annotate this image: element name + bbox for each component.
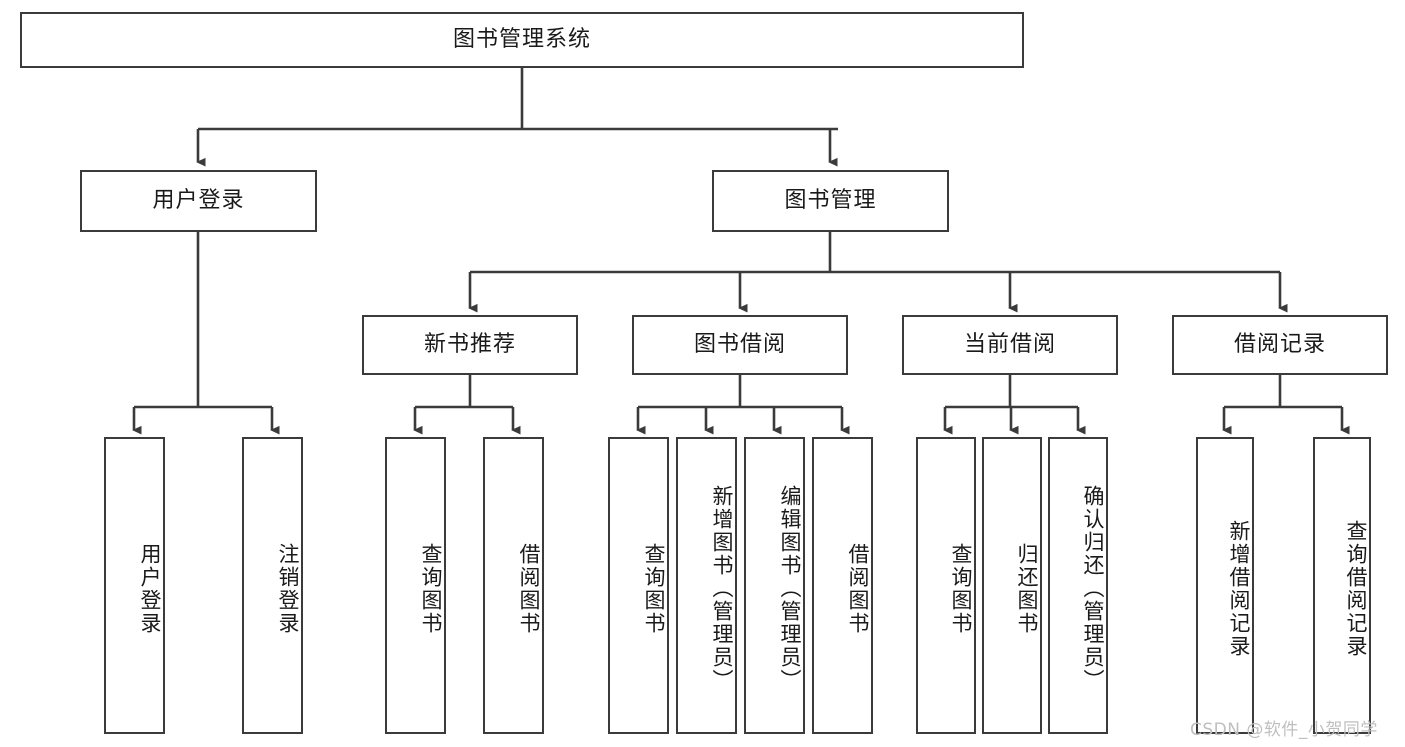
leaf-borrow-book-2-label: 借阅图书 xyxy=(846,542,870,635)
leaf-query-book-2-label: 查询图书 xyxy=(642,542,666,635)
node-book-borrow-label: 图书借阅 xyxy=(693,331,786,357)
leaf-confirm-return-admin-label: 确认归还（管理员） xyxy=(1081,485,1105,692)
leaf-confirm-return-admin[interactable]: 确认归还（管理员） xyxy=(1048,437,1108,734)
leaf-edit-book-admin-label: 编辑图书（管理员） xyxy=(778,485,802,692)
node-root-label: 图书管理系统 xyxy=(452,26,591,52)
node-borrow-record-label: 借阅记录 xyxy=(1233,331,1326,357)
leaf-add-book-admin[interactable]: 新增图书（管理员） xyxy=(676,437,737,734)
node-user-login-label: 用户登录 xyxy=(152,187,245,213)
node-borrow-record[interactable]: 借阅记录 xyxy=(1172,315,1388,375)
node-new-book-recommend-label: 新书推荐 xyxy=(423,331,516,357)
leaf-user-login-label: 用户登录 xyxy=(138,542,162,635)
leaf-logout[interactable]: 注销登录 xyxy=(242,437,303,734)
leaf-query-book-1[interactable]: 查询图书 xyxy=(385,437,446,734)
node-current-borrow-label: 当前借阅 xyxy=(963,331,1056,357)
node-current-borrow[interactable]: 当前借阅 xyxy=(902,315,1118,375)
leaf-return-book[interactable]: 归还图书 xyxy=(982,437,1042,734)
leaf-query-book-2[interactable]: 查询图书 xyxy=(608,437,669,734)
node-root[interactable]: 图书管理系统 xyxy=(20,12,1024,68)
leaf-user-login[interactable]: 用户登录 xyxy=(104,437,165,734)
leaf-edit-book-admin[interactable]: 编辑图书（管理员） xyxy=(744,437,805,734)
leaf-query-book-3[interactable]: 查询图书 xyxy=(916,437,976,734)
node-book-manage[interactable]: 图书管理 xyxy=(712,170,949,232)
leaf-borrow-book-1[interactable]: 借阅图书 xyxy=(483,437,544,734)
node-book-borrow[interactable]: 图书借阅 xyxy=(632,315,848,375)
leaf-return-book-label: 归还图书 xyxy=(1015,542,1039,635)
leaf-add-borrow-record[interactable]: 新增借阅记录 xyxy=(1196,437,1254,734)
node-book-manage-label: 图书管理 xyxy=(784,187,877,213)
watermark: CSDN @软件_小贺同学 xyxy=(1190,720,1378,740)
leaf-query-book-1-label: 查询图书 xyxy=(419,542,443,635)
node-new-book-recommend[interactable]: 新书推荐 xyxy=(362,315,578,375)
leaf-borrow-book-2[interactable]: 借阅图书 xyxy=(812,437,873,734)
leaf-logout-label: 注销登录 xyxy=(276,542,300,635)
leaf-query-book-3-label: 查询图书 xyxy=(949,542,973,635)
leaf-query-borrow-record[interactable]: 查询借阅记录 xyxy=(1313,437,1371,734)
leaf-query-borrow-record-label: 查询借阅记录 xyxy=(1344,519,1368,658)
leaf-borrow-book-1-label: 借阅图书 xyxy=(517,542,541,635)
node-user-login[interactable]: 用户登录 xyxy=(80,170,317,232)
leaf-add-book-admin-label: 新增图书（管理员） xyxy=(710,485,734,692)
leaf-add-borrow-record-label: 新增借阅记录 xyxy=(1227,519,1251,658)
